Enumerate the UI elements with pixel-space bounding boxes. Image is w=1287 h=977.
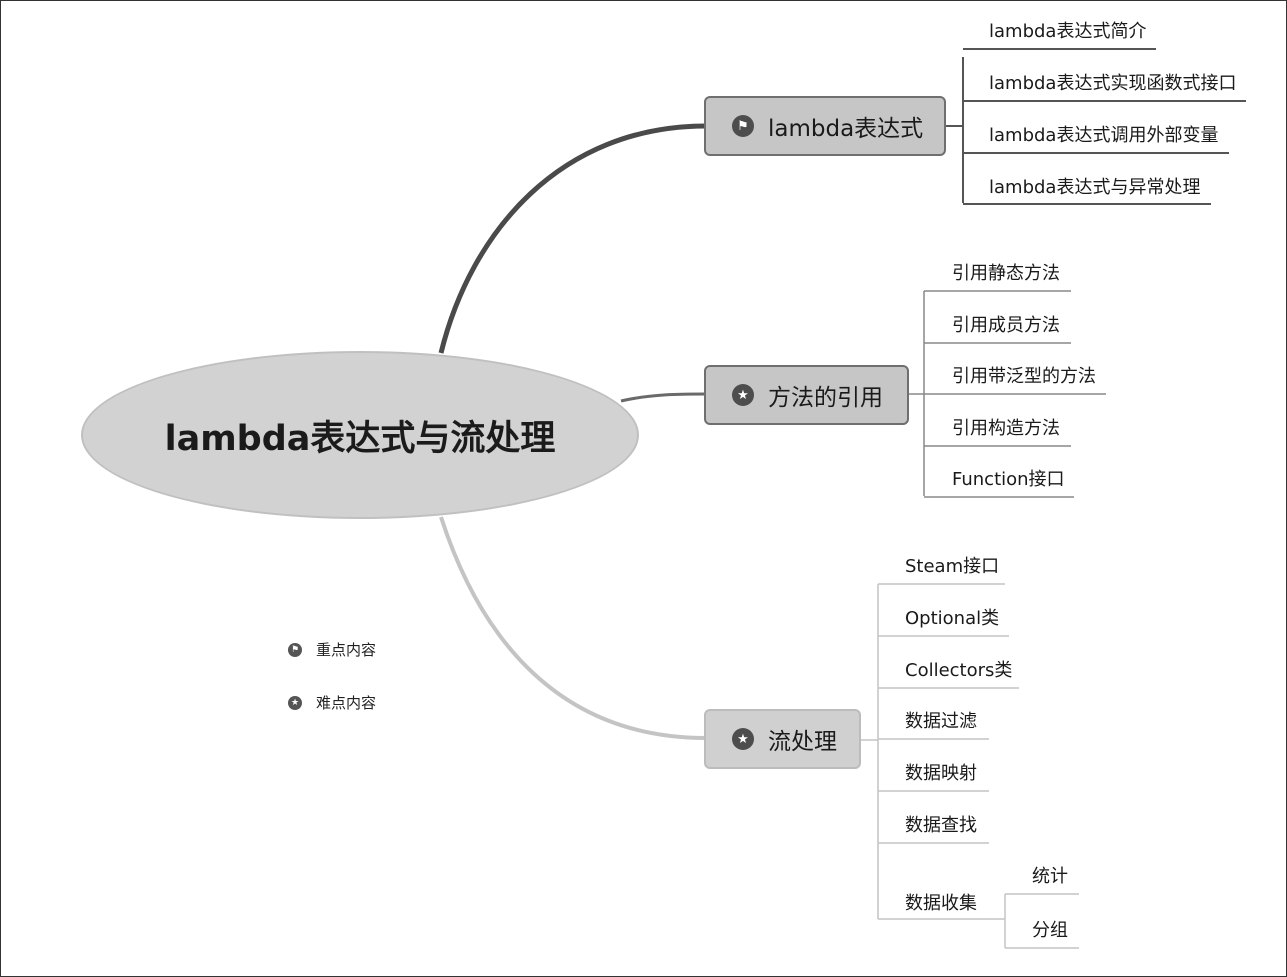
- legend-difficult-point: ★ 难点内容: [288, 692, 376, 713]
- leaf-member-method-ref[interactable]: 引用成员方法: [952, 315, 1060, 336]
- star-icon: ★: [732, 384, 754, 406]
- leaf-data-filter[interactable]: 数据过滤: [905, 711, 977, 732]
- branch-method-ref-label: 方法的引用: [768, 385, 883, 411]
- leaf-stream-interface[interactable]: Steam接口: [905, 556, 1000, 577]
- flag-icon: ⚑: [288, 642, 302, 657]
- branch-stream-label: 流处理: [768, 729, 837, 755]
- branch-lambda[interactable]: ⚑ lambda表达式: [704, 96, 946, 156]
- leaf-generic-method-ref[interactable]: 引用带泛型的方法: [952, 366, 1096, 387]
- branch-stream[interactable]: ★ 流处理: [704, 709, 861, 769]
- leaf-lambda-exceptions[interactable]: lambda表达式与异常处理: [989, 177, 1201, 198]
- flag-icon: ⚑: [732, 115, 754, 137]
- legend-key-point: ⚑ 重点内容: [288, 639, 376, 660]
- leaf-static-method-ref[interactable]: 引用静态方法: [952, 263, 1060, 284]
- legend-key-point-label: 重点内容: [316, 641, 377, 659]
- leaf-lambda-functional-interface[interactable]: lambda表达式实现函数式接口: [989, 73, 1237, 94]
- leaf-lambda-intro[interactable]: lambda表达式简介: [989, 21, 1147, 42]
- legend-difficult-point-label: 难点内容: [316, 694, 377, 712]
- star-icon: ★: [288, 695, 302, 710]
- leaf-lambda-external-vars[interactable]: lambda表达式调用外部变量: [989, 125, 1219, 146]
- branch-method-ref[interactable]: ★ 方法的引用: [704, 365, 909, 425]
- leaf-function-interface[interactable]: Function接口: [952, 469, 1065, 490]
- leaf-collectors-class[interactable]: Collectors类: [905, 660, 1013, 681]
- leaf-constructor-ref[interactable]: 引用构造方法: [952, 418, 1060, 439]
- leaf-optional-class[interactable]: Optional类: [905, 608, 1000, 629]
- leaf-data-find[interactable]: 数据查找: [905, 815, 977, 836]
- leaf-data-collect[interactable]: 数据收集: [905, 893, 977, 914]
- leaf-data-map[interactable]: 数据映射: [905, 763, 977, 784]
- leaf-collect-grouping[interactable]: 分组: [1032, 920, 1068, 941]
- branch-lambda-label: lambda表达式: [768, 116, 924, 142]
- root-topic[interactable]: lambda表达式与流处理: [81, 351, 639, 519]
- star-icon: ★: [732, 728, 754, 750]
- leaf-collect-statistics[interactable]: 统计: [1032, 866, 1068, 887]
